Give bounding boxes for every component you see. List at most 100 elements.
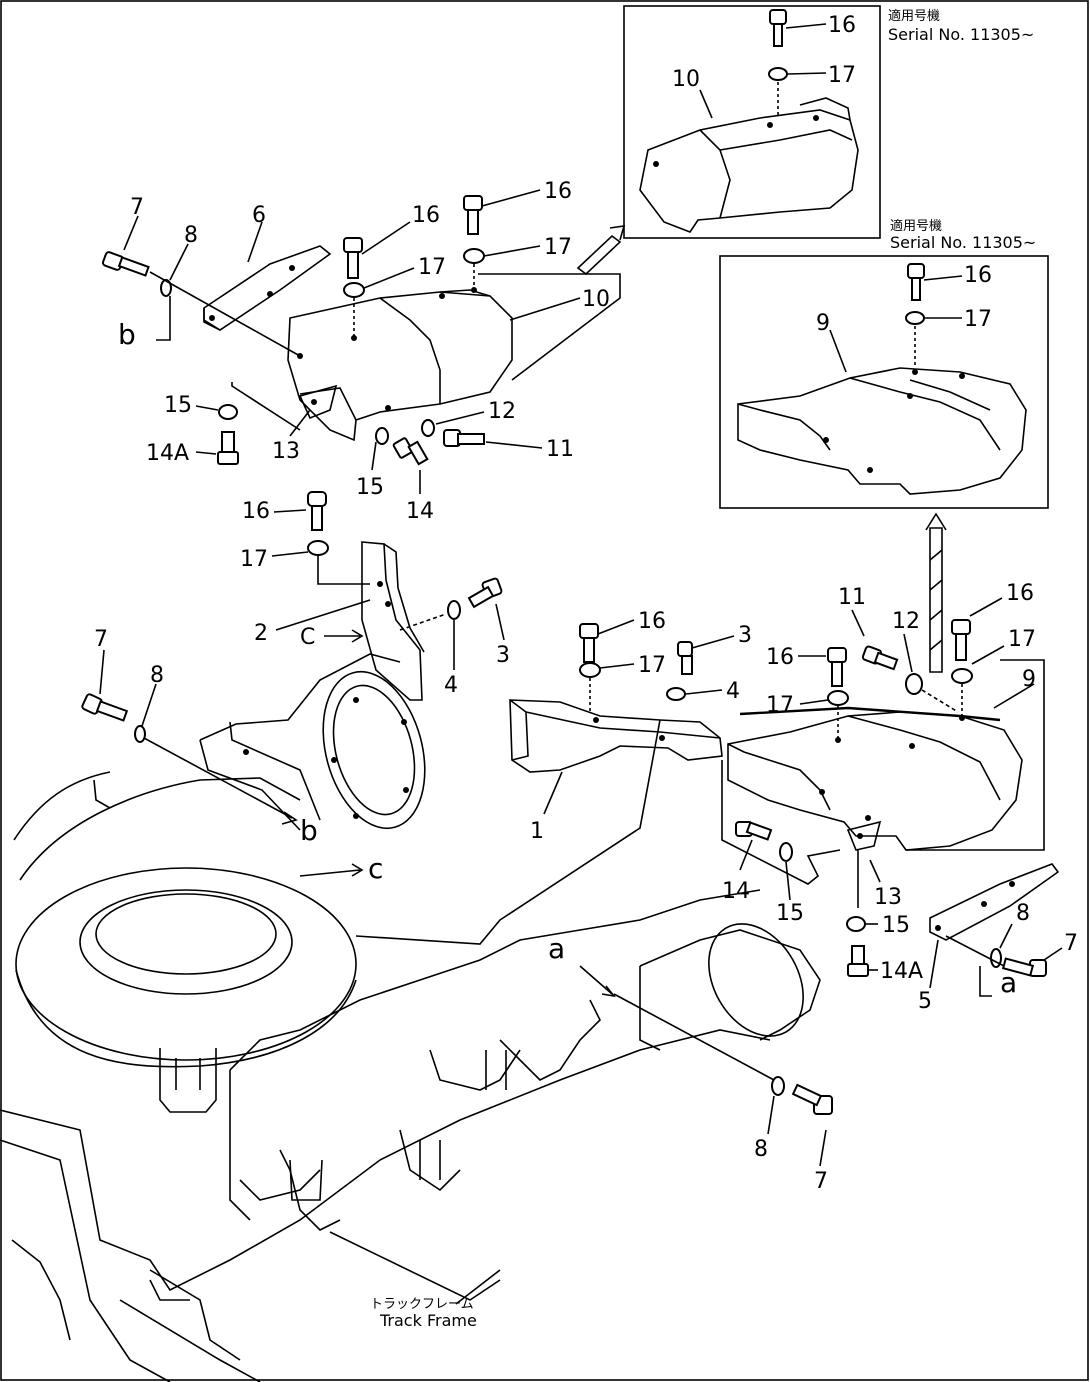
washer-icon bbox=[134, 725, 146, 743]
mid-label-7: 7 bbox=[94, 627, 108, 652]
bolt-icon bbox=[579, 623, 599, 663]
bolt-icon bbox=[907, 263, 925, 301]
washer-icon bbox=[421, 419, 435, 437]
inset-serial-cover-10: 適用号機 Serial No. 11305~ 16 17 10 bbox=[623, 5, 1034, 239]
right-ref-a2: a bbox=[548, 932, 565, 965]
guard-1-icon bbox=[509, 699, 723, 773]
washer-icon bbox=[771, 1076, 785, 1096]
cover-10-icon bbox=[639, 97, 859, 233]
left-label-10: 10 bbox=[582, 287, 610, 312]
cover-10-icon bbox=[287, 287, 513, 442]
right-label-14a: 14A bbox=[880, 959, 923, 984]
mid-ref-c: C bbox=[300, 625, 315, 650]
right-label-17b: 17 bbox=[766, 693, 794, 718]
left-label-16b: 16 bbox=[544, 179, 572, 204]
right-label-16c: 16 bbox=[1006, 581, 1034, 606]
right-label-7: 7 bbox=[1064, 931, 1078, 956]
washer-icon bbox=[375, 427, 389, 445]
right-label-1: 1 bbox=[530, 819, 544, 844]
washer-icon bbox=[768, 67, 788, 81]
right-cover-assembly: 16 17 3 4 1 16 17 bbox=[509, 581, 1078, 1194]
right-label-8: 8 bbox=[1016, 901, 1030, 926]
bolt-icon bbox=[847, 945, 869, 977]
bolt-icon bbox=[217, 431, 239, 465]
washer-icon bbox=[779, 842, 793, 862]
inset-1-jp-header: 適用号機 bbox=[888, 8, 940, 24]
arrow-to-inset-1 bbox=[576, 225, 626, 276]
track-frame-label: Track Frame bbox=[379, 1311, 477, 1330]
washer-icon bbox=[343, 282, 365, 298]
bolt-icon bbox=[677, 641, 693, 675]
right-label-17c: 17 bbox=[1008, 627, 1036, 652]
bolt-icon bbox=[101, 251, 150, 277]
left-label-17b: 17 bbox=[544, 235, 572, 260]
left-label-6: 6 bbox=[252, 203, 266, 228]
track-frame-body bbox=[0, 719, 821, 1382]
bolt-icon bbox=[791, 1083, 833, 1115]
washer-icon bbox=[579, 662, 601, 678]
right-label-11: 11 bbox=[838, 585, 866, 610]
bolt-icon bbox=[827, 647, 847, 687]
mid-label-17: 17 bbox=[240, 547, 268, 572]
inset-1-label-17: 17 bbox=[828, 63, 856, 88]
right-label-7b: 7 bbox=[814, 1169, 828, 1194]
bolt-icon bbox=[861, 645, 899, 671]
right-label-12: 12 bbox=[892, 609, 920, 634]
right-label-13: 13 bbox=[874, 885, 902, 910]
left-label-12: 12 bbox=[488, 399, 516, 424]
mid-label-16: 16 bbox=[242, 499, 270, 524]
inset-2-label-9: 9 bbox=[816, 311, 830, 336]
bolt-icon bbox=[307, 491, 327, 531]
washer-icon bbox=[463, 248, 485, 264]
washer-icon bbox=[827, 690, 849, 706]
inset-2-serial: Serial No. 11305~ bbox=[890, 233, 1036, 252]
left-label-11: 11 bbox=[546, 437, 574, 462]
inset-1-label-16: 16 bbox=[828, 13, 856, 38]
middle-guard-assembly: 16 17 2 C 4 3 7 bbox=[81, 491, 510, 885]
right-label-16b: 16 bbox=[766, 645, 794, 670]
inset-2-label-16: 16 bbox=[964, 263, 992, 288]
plate-13-icon bbox=[846, 820, 882, 851]
bolt-icon bbox=[769, 9, 787, 47]
right-label-15: 15 bbox=[776, 901, 804, 926]
left-label-13: 13 bbox=[272, 439, 300, 464]
right-label-4: 4 bbox=[726, 679, 740, 704]
washer-icon bbox=[846, 916, 866, 932]
bolt-icon bbox=[735, 821, 773, 841]
inset-serial-cover-9: 適用号機 Serial No. 11305~ 16 17 9 bbox=[719, 218, 1049, 509]
cover-9-icon bbox=[727, 706, 1023, 851]
right-label-5: 5 bbox=[918, 989, 932, 1014]
left-label-8: 8 bbox=[184, 223, 198, 248]
washer-icon bbox=[666, 687, 686, 701]
right-label-8b: 8 bbox=[754, 1137, 768, 1162]
left-label-7: 7 bbox=[130, 195, 144, 220]
washer-icon bbox=[905, 673, 923, 695]
left-label-17a: 17 bbox=[418, 255, 446, 280]
bolt-icon bbox=[443, 429, 485, 447]
inset-2-jp-header: 適用号機 bbox=[890, 218, 942, 234]
inset-box-1 bbox=[623, 5, 881, 239]
plate-13-icon bbox=[298, 384, 338, 420]
inset-1-label-10: 10 bbox=[672, 67, 700, 92]
bolt-icon bbox=[392, 437, 429, 466]
left-cover-assembly: 7 8 6 b 16 17 bbox=[101, 179, 621, 524]
washer-icon bbox=[218, 404, 238, 420]
mid-label-8: 8 bbox=[150, 663, 164, 688]
washer-icon bbox=[905, 311, 925, 325]
bracket-6-icon bbox=[203, 245, 332, 331]
bolt-icon bbox=[951, 619, 971, 661]
inset-2-label-17: 17 bbox=[964, 307, 992, 332]
washer-icon bbox=[951, 668, 973, 684]
cover-9-icon bbox=[737, 367, 1027, 495]
left-ref-b: b bbox=[118, 318, 136, 351]
mid-label-3: 3 bbox=[496, 643, 510, 668]
arrow-to-inset-2 bbox=[925, 512, 947, 673]
bracket-5-icon bbox=[929, 863, 1060, 941]
left-label-16a: 16 bbox=[412, 203, 440, 228]
mid-ref-b2: b bbox=[300, 814, 318, 847]
mid-ref-c2: c bbox=[368, 852, 383, 885]
guard-2-icon bbox=[361, 541, 425, 701]
track-frame-jp-label: トラックフレーム bbox=[370, 1297, 474, 1312]
